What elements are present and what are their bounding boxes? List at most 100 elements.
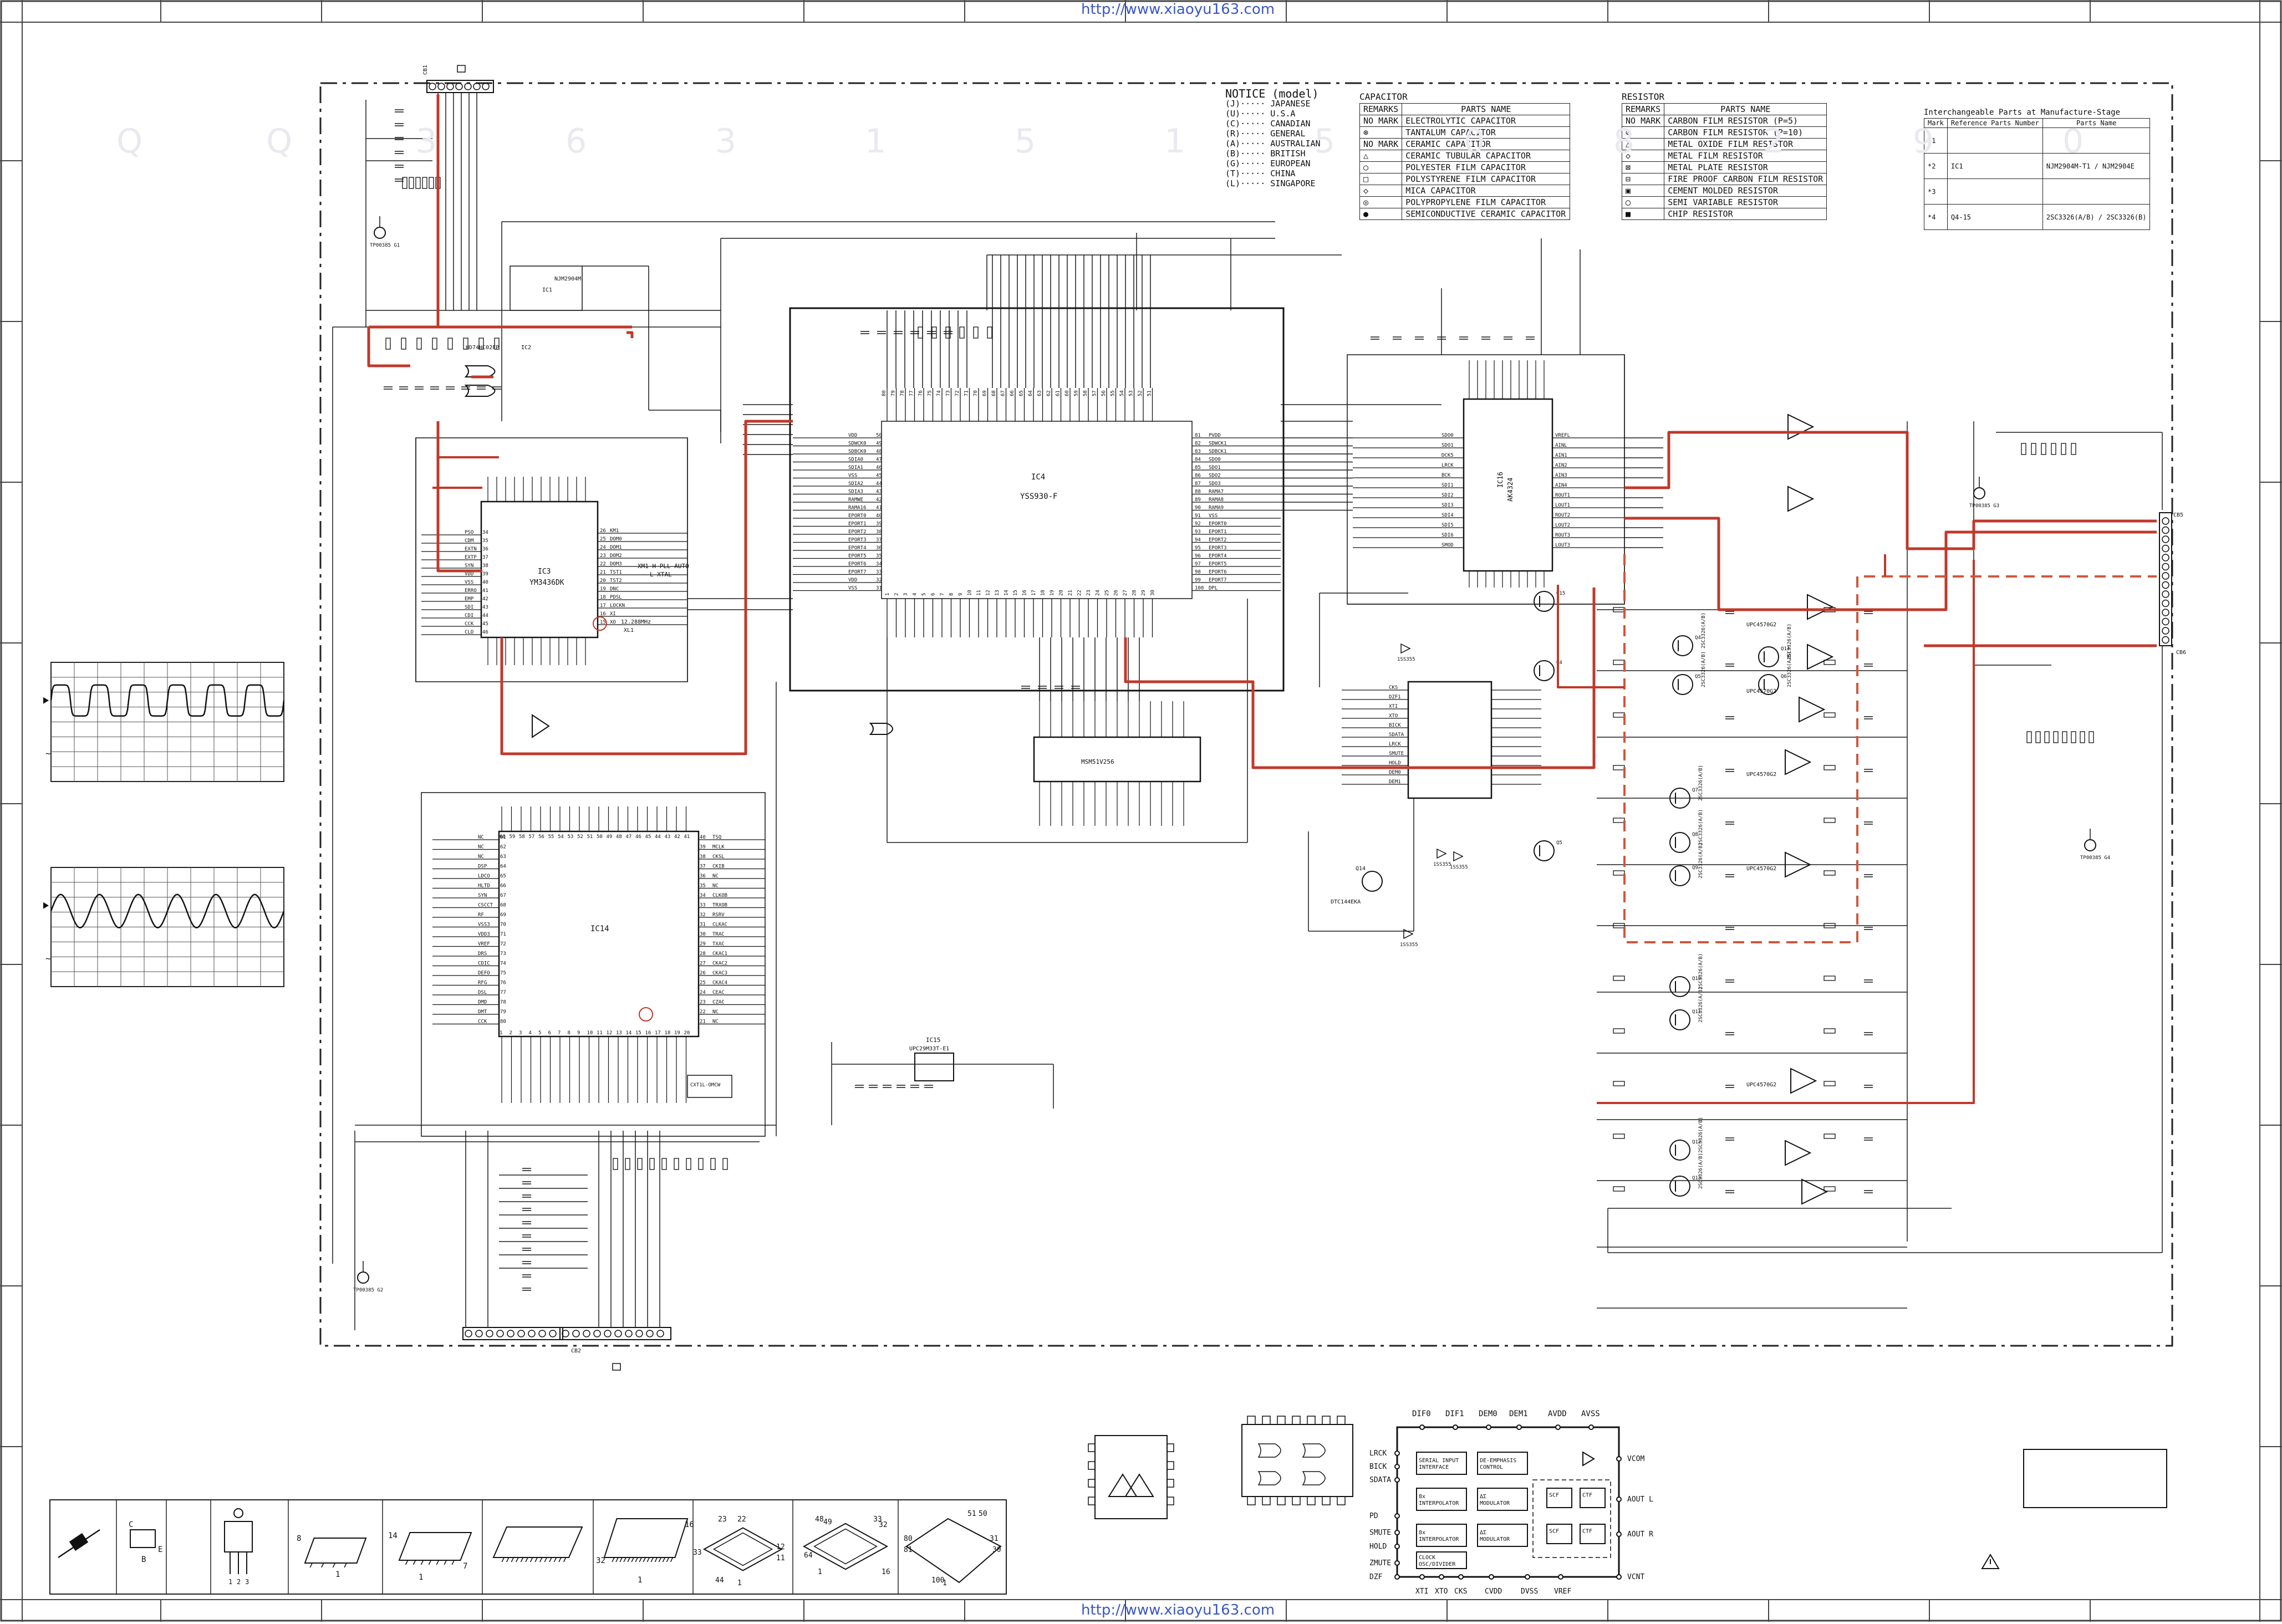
transistor-ref: Q5 [1695, 674, 1701, 680]
pin-name: XI [610, 611, 616, 617]
sop-lead [321, 1562, 324, 1568]
pin-number: 99 [1195, 578, 1201, 583]
pin-number: 17 [655, 1030, 661, 1036]
pin-name: EPORT7 [848, 570, 867, 575]
transistor-part: 2SC3326(A/B) [1698, 987, 1704, 1023]
pin-number: 31 [700, 922, 706, 928]
resistor [649, 1158, 655, 1170]
test-point-label: TP00385 G3 [1969, 503, 1999, 509]
pin-number: 5 [538, 1030, 541, 1036]
transistor-part: 2SC3326(A/B) [1698, 1153, 1704, 1189]
pin-number: 1 [885, 593, 890, 596]
pin-number: 8 [949, 593, 955, 596]
diode-body [69, 1533, 89, 1551]
cb6-pin [2162, 572, 2169, 580]
diode-part: 1SS355 [1433, 862, 1451, 867]
pin-name: RFG [478, 980, 487, 986]
watermark-digit: 0 [2062, 122, 2084, 161]
pin-dot [1555, 1424, 1561, 1430]
pin-name: SDIA2 [848, 481, 863, 487]
resistor [1823, 1186, 1836, 1192]
cell: TANTALUM CAPACITOR [1402, 126, 1571, 139]
pin-number: 29 [700, 942, 706, 947]
pin-number: 76 [500, 980, 506, 986]
pin-name: EPORT2 [1209, 538, 1227, 543]
pin-box [1088, 1461, 1096, 1470]
signal-trace [1557, 585, 1624, 688]
pin-number: 64 [500, 864, 506, 870]
pin-number: 67 [500, 893, 506, 898]
pin-number: 23 [600, 553, 606, 559]
resistor [402, 177, 407, 189]
watermark-digit: 9 [1913, 122, 1934, 161]
warning-triangle-icon [1981, 1554, 2000, 1569]
resistor [463, 338, 468, 350]
resistor [2080, 731, 2085, 743]
cell: FIRE PROOF CARBON FILM RESISTOR [1664, 173, 1827, 185]
pin-number: 66 [500, 884, 506, 889]
pin-number: 20 [600, 578, 606, 584]
pin-name: RAMA8 [1209, 497, 1224, 503]
cb1-label: CB1 [422, 65, 429, 75]
cb6-pin [2162, 517, 2169, 525]
pin-number: 34 [700, 893, 706, 898]
dac-block-label: MODULATOR [1480, 1536, 1510, 1543]
to-body [224, 1521, 253, 1552]
test-point-label: TP00385 G1 [370, 243, 400, 248]
pin-number: 45 [645, 834, 651, 840]
pin-number: 54 [1119, 390, 1125, 396]
pin-number: 95 [1195, 545, 1201, 551]
dac-left-pin: HOLD [1369, 1543, 1387, 1551]
pin-name: SDO2 [1209, 473, 1221, 479]
ic4-part: YSS930-F [1020, 492, 1057, 501]
pin-number: 16 [1022, 590, 1028, 596]
pin-name: CEAC [712, 990, 725, 995]
transistor-part: 2SC3326(A/B) [1787, 624, 1792, 660]
resistor [698, 1158, 704, 1170]
pin-number: 45 [482, 621, 488, 627]
pin-name: SYN [478, 893, 487, 898]
pin-number: 34 [482, 530, 488, 535]
resistor [2071, 731, 2076, 743]
q14-part: DTC144EKA [1331, 899, 1361, 905]
resistor [422, 177, 427, 189]
resistor [432, 338, 437, 350]
ic15-part: UPC29M33T-E1 [909, 1046, 949, 1052]
pin-name: EPORT1 [848, 522, 867, 527]
header-url[interactable]: http://www.xiaoyu163.com [1081, 1, 1275, 18]
sop-lead [525, 1557, 528, 1562]
transistor-part: 2SC3326(A/B) [1698, 765, 1704, 801]
opamp-triangle [1799, 696, 1826, 723]
pin-box [1262, 1416, 1271, 1425]
oscilloscope-waveform-sine: ~ [43, 867, 285, 987]
footer-url[interactable]: http://www.xiaoyu163.com [1081, 1602, 1275, 1618]
pin-name: EXTN [465, 547, 477, 552]
sop-lead [635, 1557, 638, 1562]
sop-lead [563, 1557, 567, 1562]
cb-pin [496, 1330, 504, 1337]
pin-number: 22 [1077, 590, 1083, 596]
pin-name: XO [610, 620, 616, 625]
pin-number: 78 [900, 390, 905, 396]
cell: ◇ [1359, 185, 1403, 197]
cell [1947, 178, 2043, 205]
dac-left-pin: LRCK [1369, 1449, 1387, 1458]
ic-internal-diagrams [1088, 1416, 1353, 1519]
ground-marker: ~ [45, 748, 51, 759]
diode [1453, 851, 1464, 862]
signal-trace [1124, 637, 1353, 769]
signal-trace [1353, 588, 1596, 769]
cell: ELECTROLYTIC CAPACITOR [1402, 115, 1571, 127]
ground-marker: ~ [45, 953, 51, 964]
pin-number: 41 [876, 505, 882, 511]
pin-box [1277, 1416, 1286, 1425]
dac-block-label: SERIAL INPUT [1419, 1458, 1459, 1464]
pin-name: SDI1 [1441, 483, 1454, 488]
transistor-ref: Q13 [1692, 1176, 1701, 1181]
pin-name: LOCKN [610, 603, 625, 609]
pin-name: NC [478, 835, 484, 840]
sop28-body [492, 1526, 583, 1558]
cb6-pin [2162, 627, 2169, 635]
pin-name: EPORT3 [848, 538, 867, 543]
